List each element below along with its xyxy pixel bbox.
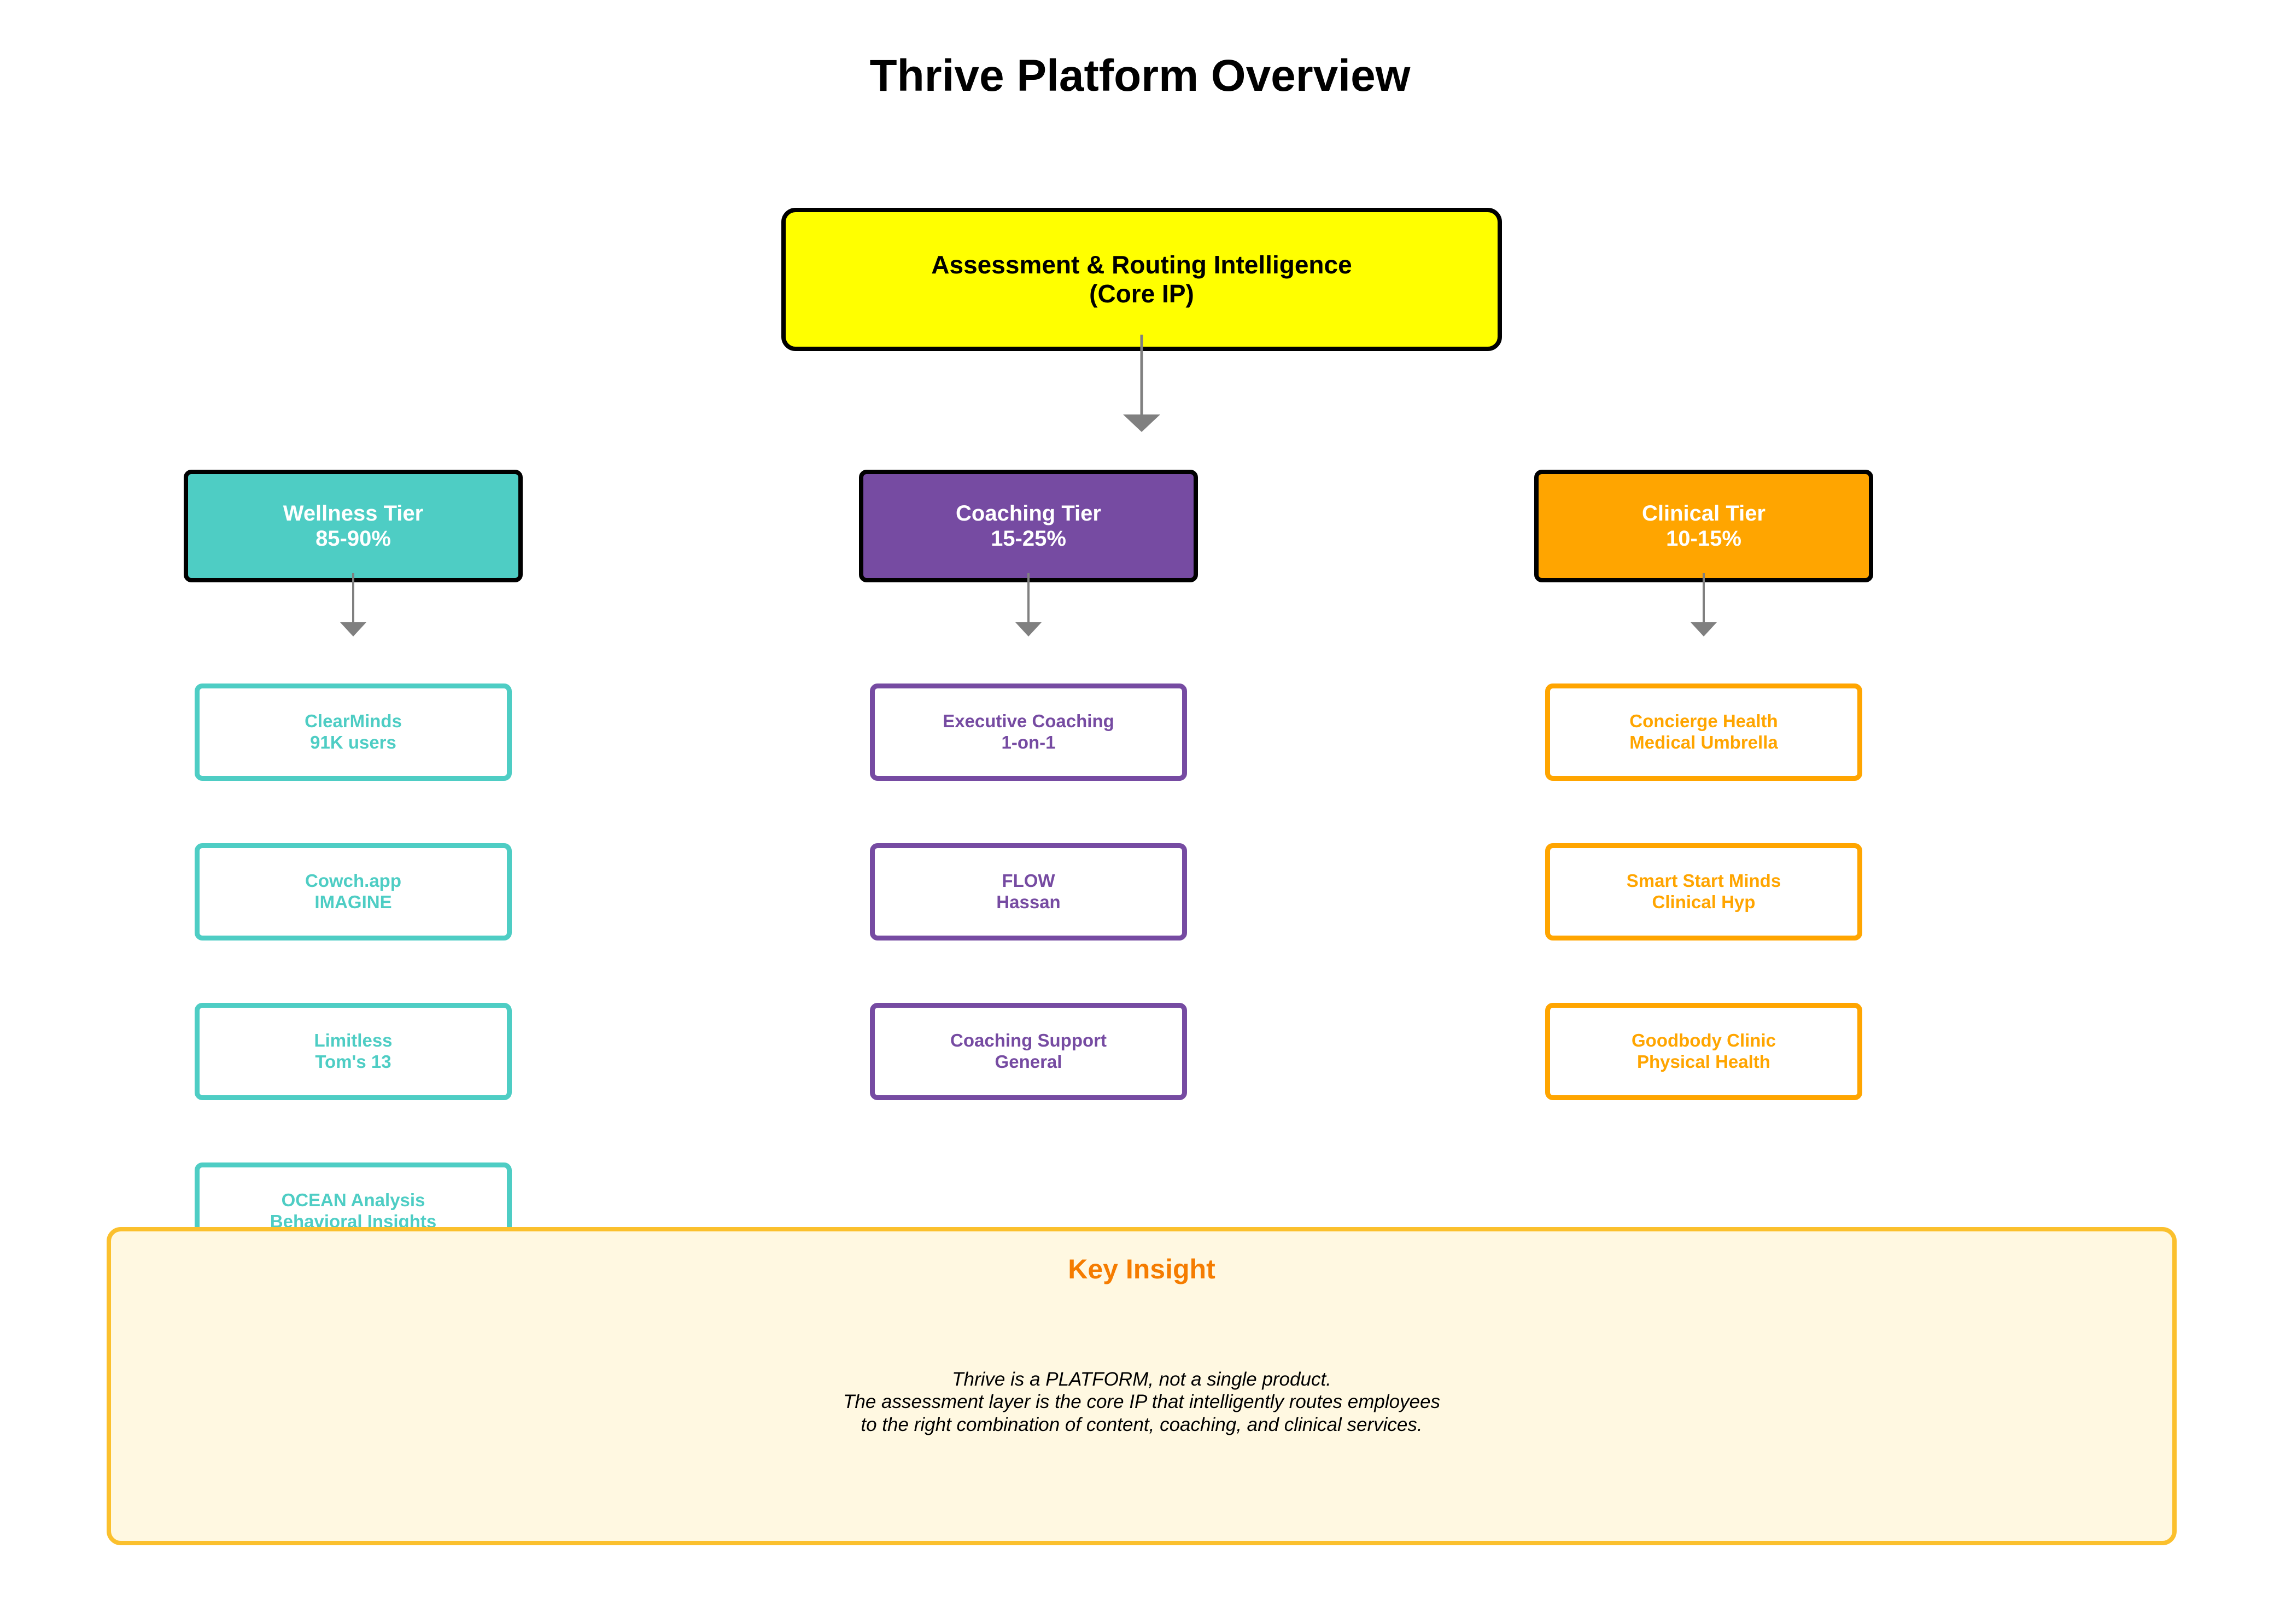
service-detail: IMAGINE bbox=[314, 892, 392, 912]
service-card: FLOW Hassan bbox=[870, 843, 1187, 940]
core-ip-label: Assessment & Routing Intelligence bbox=[931, 250, 1352, 279]
service-card: Smart Start Minds Clinical Hyp bbox=[1545, 843, 1862, 940]
service-detail: Clinical Hyp bbox=[1652, 892, 1756, 912]
key-insight-panel: Key Insight Thrive is a PLATFORM, not a … bbox=[107, 1227, 2177, 1545]
service-detail: Tom's 13 bbox=[315, 1051, 391, 1072]
service-detail: Physical Health bbox=[1637, 1051, 1770, 1072]
tier-coaching-arrow bbox=[1015, 573, 1042, 636]
tier-coaching: Coaching Tier 15-25% bbox=[859, 470, 1198, 582]
service-name: Cowch.app bbox=[305, 871, 401, 891]
service-name: Limitless bbox=[314, 1030, 393, 1051]
service-card: Limitless Tom's 13 bbox=[195, 1003, 512, 1100]
key-insight-line: to the right combination of content, coa… bbox=[861, 1413, 1423, 1435]
service-name: Concierge Health bbox=[1629, 711, 1778, 732]
service-card: Coaching Support General bbox=[870, 1003, 1187, 1100]
key-insight-text: Thrive is a PLATFORM, not a single produ… bbox=[111, 1368, 2172, 1436]
tier-wellness: Wellness Tier 85-90% bbox=[184, 470, 523, 582]
tier-wellness-share: 85-90% bbox=[315, 527, 391, 551]
tier-clinical-name: Clinical Tier bbox=[1641, 501, 1765, 525]
key-insight-title: Key Insight bbox=[1068, 1254, 1215, 1284]
tier-clinical: Clinical Tier 10-15% bbox=[1534, 470, 1873, 582]
service-card: ClearMinds 91K users bbox=[195, 684, 512, 781]
tier-wellness-name: Wellness Tier bbox=[283, 501, 424, 525]
tier-clinical-share: 10-15% bbox=[1666, 527, 1741, 551]
service-name: FLOW bbox=[1002, 871, 1055, 891]
tier-clinical-arrow bbox=[1691, 573, 1717, 636]
key-insight-line: The assessment layer is the core IP that… bbox=[843, 1391, 1440, 1413]
service-name: Smart Start Minds bbox=[1626, 871, 1781, 891]
service-name: Executive Coaching bbox=[943, 711, 1114, 732]
tier-coaching-name: Coaching Tier bbox=[956, 501, 1101, 525]
core-arrow bbox=[1123, 335, 1160, 432]
service-detail: General bbox=[995, 1051, 1062, 1072]
service-detail: Medical Umbrella bbox=[1629, 732, 1778, 752]
diagram-title: Thrive Platform Overview bbox=[869, 51, 1411, 101]
service-detail: Hassan bbox=[996, 892, 1061, 912]
tier-wellness-arrow bbox=[340, 573, 366, 636]
key-insight-line: Thrive is a PLATFORM, not a single produ… bbox=[952, 1369, 1331, 1390]
service-name: ClearMinds bbox=[305, 711, 402, 732]
service-name: OCEAN Analysis bbox=[281, 1190, 425, 1211]
core-ip-box: Assessment & Routing Intelligence (Core … bbox=[781, 208, 1502, 351]
core-ip-sublabel: (Core IP) bbox=[1089, 279, 1194, 308]
service-card: Goodbody Clinic Physical Health bbox=[1545, 1003, 1862, 1100]
service-name: Coaching Support bbox=[950, 1030, 1107, 1051]
service-card: Executive Coaching 1-on-1 bbox=[870, 684, 1187, 781]
service-card: Concierge Health Medical Umbrella bbox=[1545, 684, 1862, 781]
service-detail: 1-on-1 bbox=[1001, 732, 1056, 752]
service-name: Goodbody Clinic bbox=[1632, 1030, 1776, 1051]
service-card: Cowch.app IMAGINE bbox=[195, 843, 512, 940]
tier-coaching-share: 15-25% bbox=[991, 527, 1066, 551]
service-detail: 91K users bbox=[310, 732, 396, 752]
